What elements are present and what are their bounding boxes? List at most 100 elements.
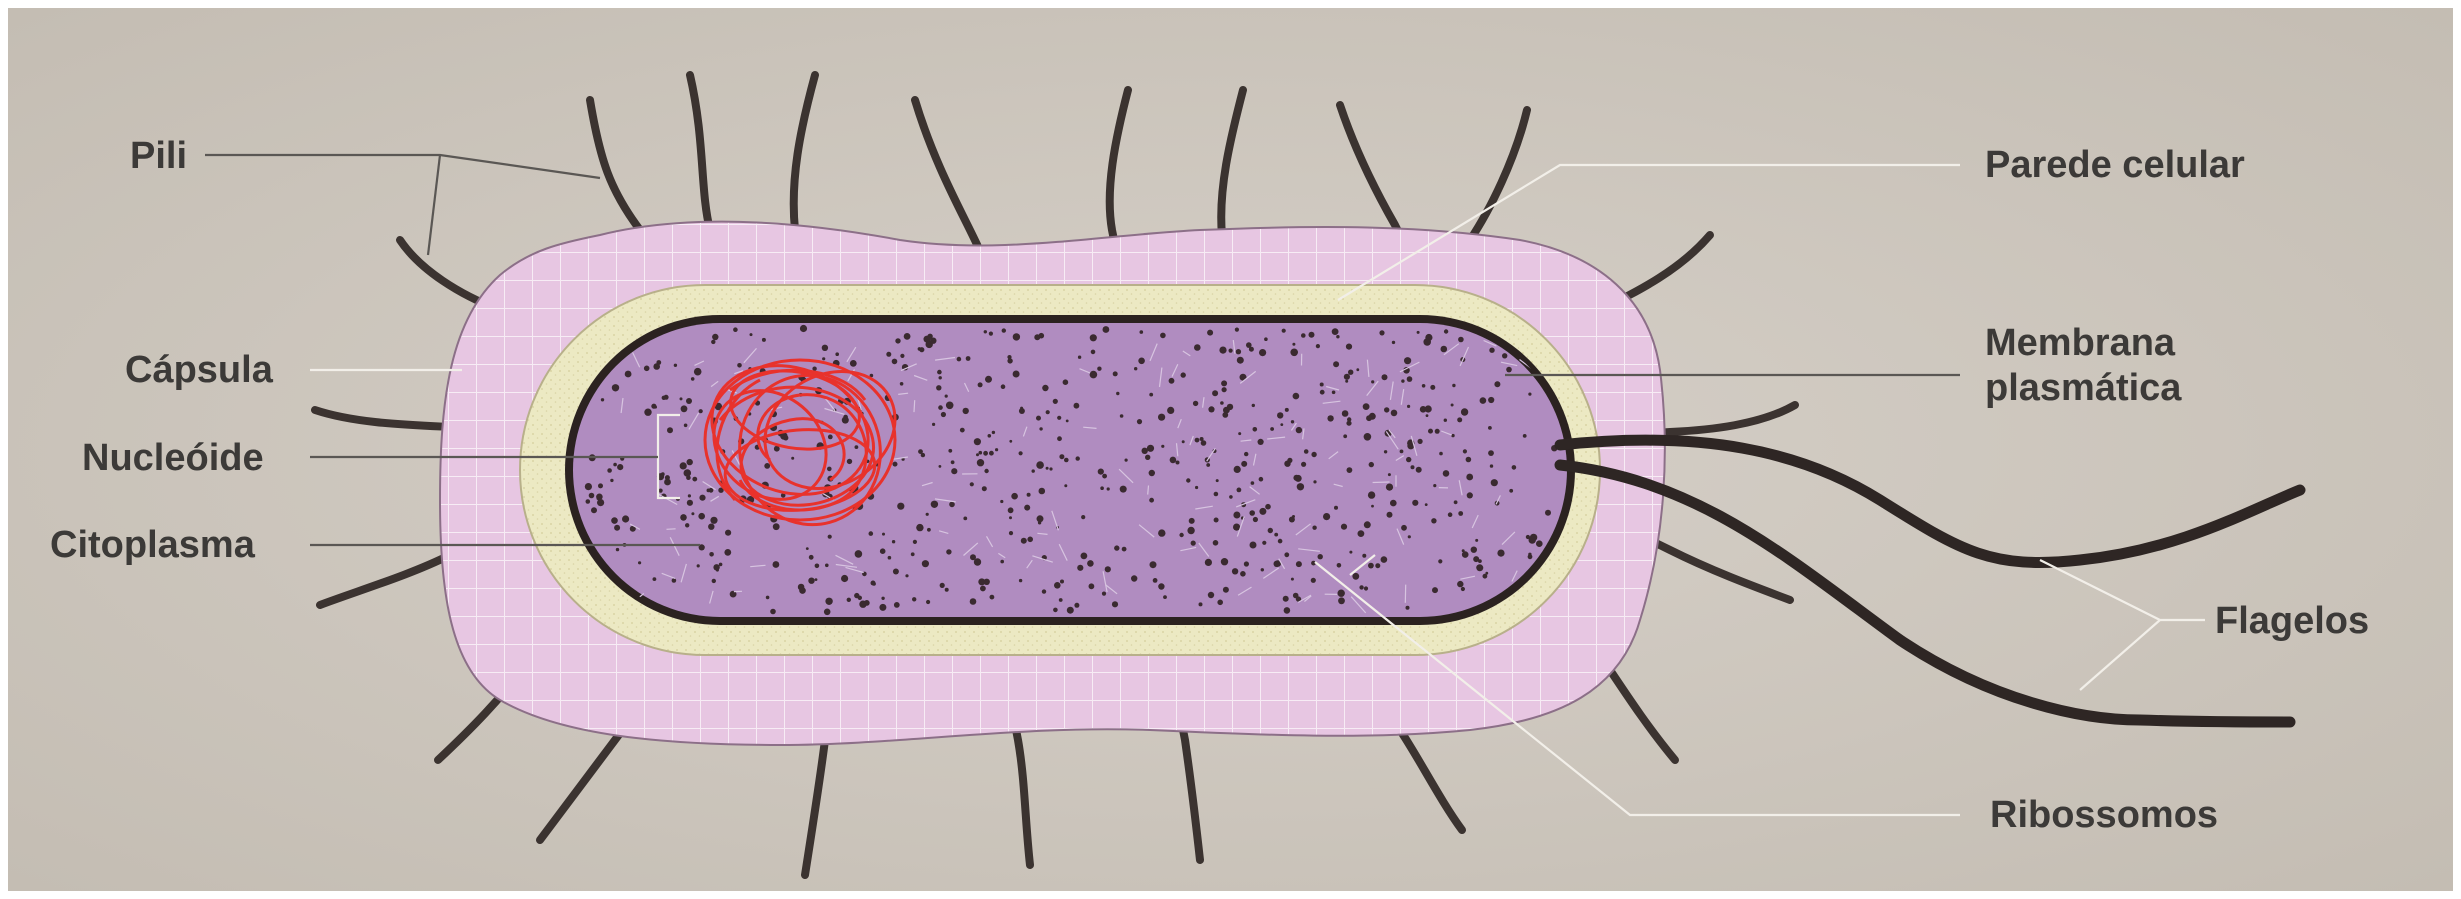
ribosome-dot — [711, 340, 715, 344]
ribosome-dot — [1451, 404, 1454, 407]
ribosome-dot — [1007, 355, 1011, 359]
ribosome-dot — [946, 402, 954, 410]
label-ribossomos: Ribossomos — [1990, 794, 2218, 836]
ribosome-dot — [806, 547, 809, 550]
ribosome-dot — [680, 397, 683, 400]
ribosome-dot — [1358, 530, 1365, 537]
ribosome-dot — [1368, 563, 1374, 569]
ribosome-dot — [1259, 349, 1266, 356]
ribosome-dot — [1406, 457, 1411, 462]
ribosome-dot — [712, 334, 718, 340]
ribosome-dot — [1512, 465, 1517, 470]
ribosome-dot — [1425, 503, 1428, 506]
ribosome-dot — [622, 515, 629, 522]
ribosome-dot — [1229, 495, 1233, 499]
ribosome-dot — [1199, 602, 1203, 606]
ribosome-dot — [1478, 559, 1482, 563]
ribosome-dot — [1284, 607, 1291, 614]
ribosome-dot — [1220, 401, 1224, 405]
ribosome-dot — [1170, 457, 1177, 464]
ribosome-dot — [1293, 593, 1299, 599]
ribosome-dot — [1343, 434, 1347, 438]
ribosome-dot — [1295, 475, 1302, 482]
ribosome-dot — [710, 517, 717, 524]
ribosome-dot — [607, 468, 612, 473]
ribosome-dot — [1212, 390, 1218, 396]
ribosome-dot — [1153, 578, 1158, 583]
ribosome-dot — [1039, 427, 1042, 430]
ribosome-dot — [1523, 434, 1527, 438]
ribosome-dot — [1053, 608, 1058, 613]
ribosome-dot — [1008, 507, 1014, 513]
ribosome-dot — [974, 558, 981, 565]
ribosome-dot — [1270, 427, 1274, 431]
ribosome-dot — [1412, 500, 1418, 506]
ribosome-dot — [614, 525, 620, 531]
label-plasmatica: plasmática — [1985, 367, 2182, 409]
ribosome-dot — [697, 564, 700, 567]
ribosome-dot — [1019, 451, 1023, 455]
ribosome-dot — [1463, 449, 1467, 453]
ribosome-dot — [995, 448, 998, 451]
ribosome-dot — [1176, 461, 1180, 465]
ribosome-dot — [1116, 392, 1119, 395]
ribosome-dot — [1280, 423, 1283, 426]
ribosome-dot — [1278, 539, 1283, 544]
ribosome-dot — [893, 569, 899, 575]
ribosome-dot — [1506, 367, 1512, 373]
ribosome-dot — [939, 465, 942, 468]
ribosome-dot — [1090, 371, 1098, 379]
ribosome-dot — [1491, 479, 1498, 486]
ribosome-dot — [855, 445, 859, 449]
ribosome-dot — [651, 404, 656, 409]
ribosome-dot — [1036, 461, 1044, 469]
ribosome-dot — [612, 384, 619, 391]
ribosome-dot — [1461, 587, 1465, 591]
ribosome-dot — [900, 354, 904, 358]
ribosome-dot — [1002, 328, 1006, 332]
ribosome-dot — [926, 513, 929, 516]
ribosome-dot — [1009, 516, 1012, 519]
ribosome-dot — [1274, 533, 1278, 537]
ribosome-dot — [688, 494, 691, 497]
ribosome-dot — [1200, 437, 1204, 441]
ribosome-dot — [1408, 535, 1411, 538]
ribosome-dot — [1451, 434, 1454, 437]
ribosome-dot — [808, 578, 814, 584]
ribosome-dot — [1120, 414, 1124, 418]
ribosome-dot — [978, 382, 983, 387]
ribosome-dot — [990, 595, 995, 600]
ribosome-dot — [1251, 481, 1255, 485]
ribosome-dot — [667, 427, 673, 433]
ribosome-dot — [1186, 478, 1190, 482]
ribosome-dot — [1163, 595, 1167, 599]
cytoplasm-fibril — [1373, 482, 1390, 483]
ribosome-dot — [1284, 552, 1289, 557]
ribosome-dot — [859, 601, 866, 608]
ribosome-dot — [1338, 597, 1345, 604]
ribosome-dot — [1342, 410, 1349, 417]
ribosome-dot — [1064, 458, 1069, 463]
ribosome-dot — [1087, 560, 1094, 567]
ribosome-dot — [601, 398, 604, 401]
ribosome-dot — [709, 552, 714, 557]
ribosome-dot — [1059, 454, 1064, 459]
ribosome-dot — [1316, 344, 1320, 348]
ribosome-dot — [1000, 560, 1004, 564]
ribosome-dot — [966, 356, 971, 361]
ribosome-dot — [1490, 464, 1493, 467]
ribosome-dot — [1102, 474, 1107, 479]
ribosome-dot — [1233, 512, 1240, 519]
ribosome-dot — [616, 548, 619, 551]
ribosome-dot — [828, 535, 832, 539]
ribosome-dot — [684, 469, 692, 477]
ribosome-dot — [791, 457, 794, 460]
ribosome-dot — [1223, 587, 1229, 593]
ribosome-dot — [1462, 551, 1469, 558]
ribosome-dot — [613, 463, 617, 467]
ribosome-dot — [1422, 384, 1426, 388]
ribosome-dot — [1418, 439, 1423, 444]
ribosome-dot — [984, 330, 987, 333]
ribosome-dot — [680, 462, 687, 469]
ribosome-dot — [1039, 333, 1045, 339]
